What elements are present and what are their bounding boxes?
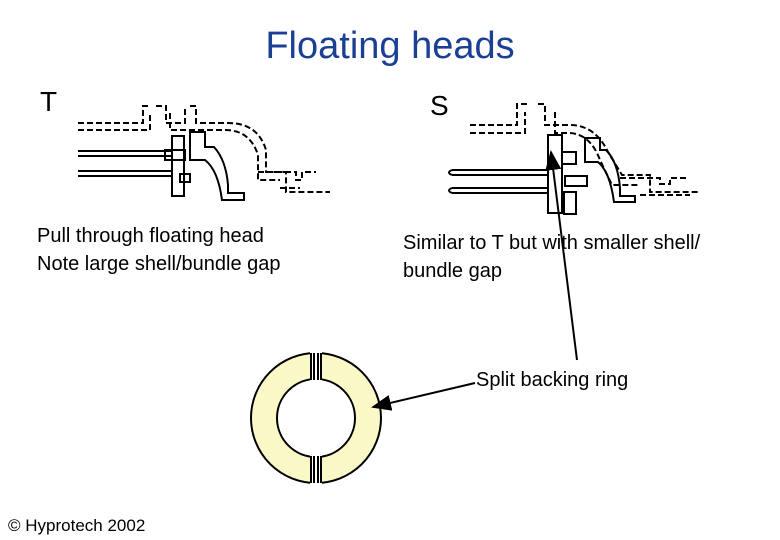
- arrow-to-s-ring: [545, 150, 578, 361]
- arrow-to-ring: [371, 382, 476, 411]
- copyright-footer: © Hyprotech 2002: [8, 516, 146, 535]
- split-ring-label: Split backing ring: [476, 369, 629, 391]
- t-caption-line-1: Pull through floating head: [37, 225, 264, 247]
- s-caption-line-2: bundle gap: [403, 260, 502, 282]
- ring-inner-edge: [276, 378, 356, 458]
- type-s-label: S: [430, 90, 449, 121]
- page-title: Floating heads: [265, 25, 515, 67]
- s-caption-line-1: Similar to T but with smaller shell/: [403, 232, 701, 254]
- split-backing-ring: [250, 351, 382, 485]
- t-caption-line-2: Note large shell/bundle gap: [37, 253, 281, 275]
- type-t-label: T: [40, 86, 58, 117]
- t-type-head-drawing: [78, 105, 330, 201]
- s-type-head-drawing: [448, 103, 700, 215]
- ring-band: [251, 353, 381, 483]
